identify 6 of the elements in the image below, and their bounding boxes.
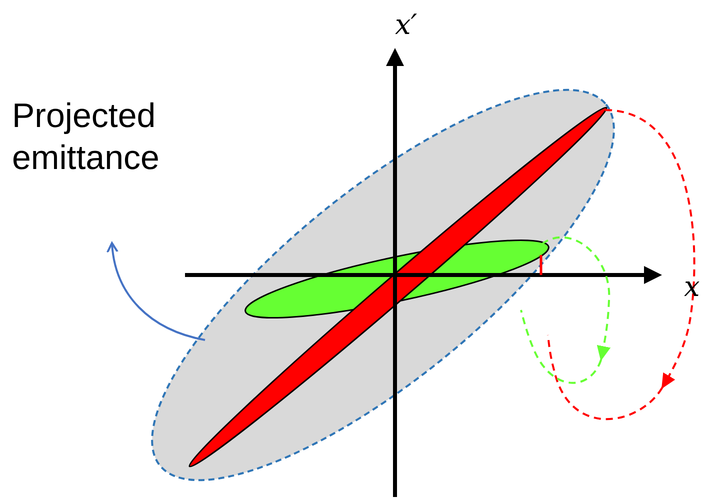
axis-label: x [684, 270, 700, 303]
annotation-text: Projected emittance [12, 95, 232, 179]
dashed-arrow [547, 109, 696, 420]
curved-arrow [106, 242, 206, 341]
dashed-arrow [520, 236, 611, 384]
axis-label: x′ [395, 8, 418, 41]
